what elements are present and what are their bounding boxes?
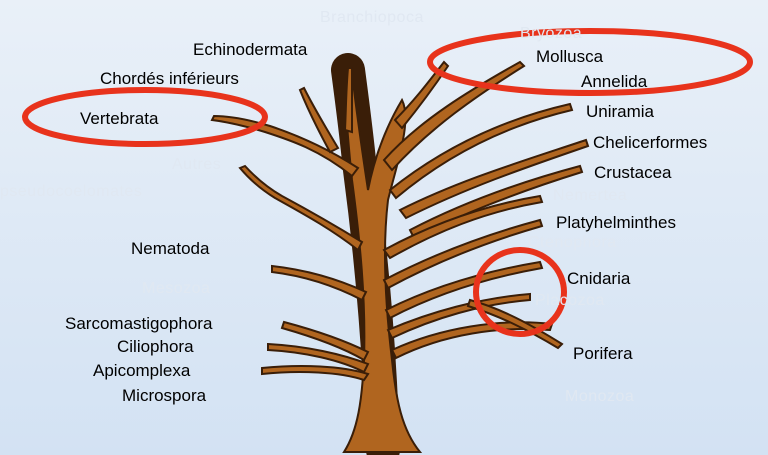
faint-label-placozoa: Placozoa [535,293,605,309]
faint-label-autres: Autres [172,157,221,173]
faint-label-branchiopoca: Branchiopoca [320,10,424,26]
label-mollusca: Mollusca [536,48,603,65]
faint-label-bryozoa: Bryozoa [520,26,582,42]
faint-label-monozoa: Monozoa [565,389,634,405]
label-chordes-inferieurs: Chordés inférieurs [100,70,239,87]
faint-label-ctenophora: Ctenophora [528,235,617,251]
label-crustacea: Crustacea [594,164,671,181]
label-annelida: Annelida [581,73,647,90]
faint-label-nemertea: Nemertea [553,188,627,204]
label-nematoda: Nematoda [131,240,209,257]
faint-label-mesozoa: Mesozoa [142,281,210,297]
label-sarcomastigophora: Sarcomastigophora [65,315,212,332]
label-ciliophora: Ciliophora [117,338,194,355]
faint-label-pseudocoelomates: pseudocoelomates [0,184,142,200]
label-uniramia: Uniramia [586,103,654,120]
label-chelicerformes: Chelicerformes [593,134,707,151]
label-microspora: Microspora [122,387,206,404]
label-vertebrata: Vertebrata [80,110,158,127]
label-porifera: Porifera [573,345,633,362]
label-platyhelminthes: Platyhelminthes [556,214,676,231]
label-apicomplexa: Apicomplexa [93,362,190,379]
label-cnidaria: Cnidaria [567,270,630,287]
label-echinodermata: Echinodermata [193,41,307,58]
